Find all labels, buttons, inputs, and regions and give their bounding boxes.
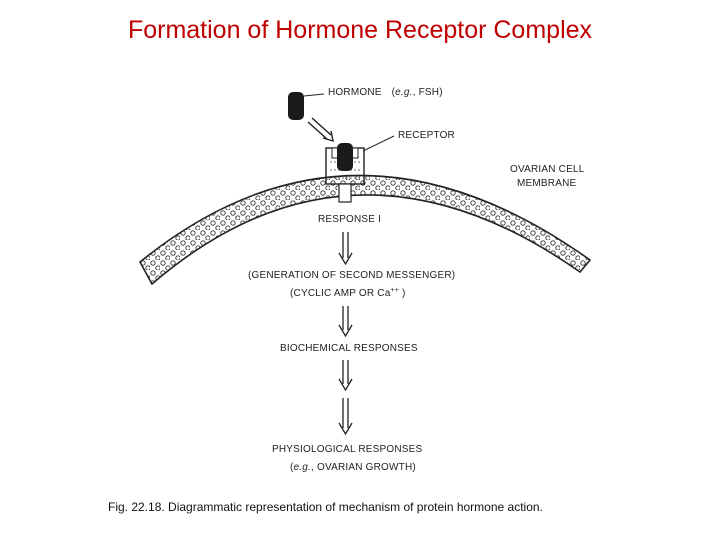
response-one-label: RESPONSE I [318, 214, 381, 225]
receptor-label: RECEPTOR [398, 130, 455, 141]
bound-hormone-icon [337, 143, 353, 171]
physiological-responses-label-line2: (e.g., OVARIAN GROWTH) [290, 462, 416, 473]
membrane-label-line2: MEMBRANE [517, 178, 577, 189]
figure-caption: Fig. 22.18. Diagrammatic representation … [108, 500, 543, 514]
second-messenger-label-line1: (GENERATION OF SECOND MESSENGER) [248, 270, 455, 281]
slide-title: Formation of Hormone Receptor Complex [127, 16, 593, 44]
receptor-leader-line [362, 135, 395, 152]
hormone-leader-line [303, 93, 325, 97]
second-messenger-label-line2: (CYCLIC AMP OR Ca++ ) [290, 287, 406, 299]
flow-arrow-1-icon [338, 232, 353, 266]
ovarian-cell-membrane [138, 174, 592, 286]
hormone-label: HORMONE(e.g., FSH) [328, 87, 443, 98]
physiological-responses-label-line1: PHYSIOLOGICAL RESPONSES [272, 444, 423, 455]
binding-arrow-icon [307, 117, 334, 143]
flow-arrow-3-icon [338, 360, 353, 392]
flow-arrow-4-icon [338, 398, 353, 436]
membrane-label-line1: OVARIAN CELL [510, 164, 585, 175]
flow-arrow-2-icon [338, 306, 353, 338]
free-hormone-icon [288, 92, 304, 120]
biochemical-responses-label: BIOCHEMICAL RESPONSES [280, 343, 418, 354]
